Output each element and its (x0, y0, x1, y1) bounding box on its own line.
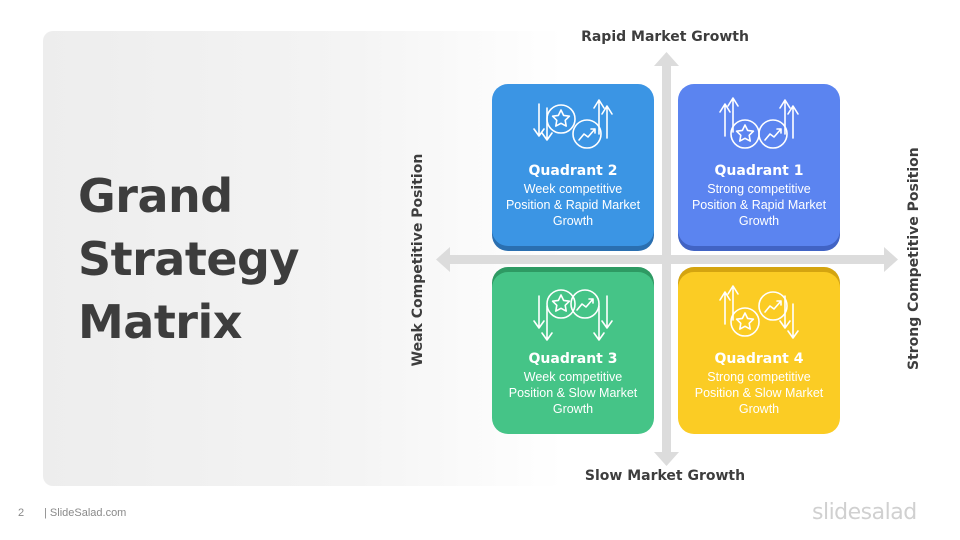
page-number: 2 (18, 507, 25, 519)
vertical-axis-arrow-down (654, 452, 679, 466)
quadrant-2-card: Quadrant 2 Week competitive Position & R… (492, 84, 654, 246)
title-line-1: Grand (78, 169, 233, 223)
axis-label-bottom: Slow Market Growth (584, 468, 746, 484)
axis-label-right: Strong Competitive Position (906, 147, 922, 370)
quadrant-4-title: Quadrant 4 (714, 351, 804, 367)
star-growth-mixed-arrows-icon (533, 99, 613, 149)
horizontal-axis-arrow-left (436, 247, 450, 272)
footer-site-link[interactable]: | SlideSalad.com (44, 507, 127, 519)
quadrant-2-title: Quadrant 2 (528, 163, 618, 179)
vertical-axis-arrow-up (654, 52, 679, 66)
brand-logo: slidesalad (812, 500, 917, 525)
quadrant-4-description: Strong competitive Position & Slow Marke… (694, 370, 824, 416)
title-line-2: Strategy (78, 232, 299, 286)
quadrant-1-card: Quadrant 1 Strong competitive Position &… (678, 84, 840, 246)
quadrant-4-card: Quadrant 4 Strong competitive Position &… (678, 272, 840, 434)
title-line-3: Matrix (78, 295, 242, 349)
slide-title: Grand Strategy Matrix (78, 165, 378, 354)
star-growth-arrows-up-icon (719, 97, 799, 149)
horizontal-axis-line (448, 255, 888, 264)
quadrant-1-description: Strong competitive Position & Rapid Mark… (691, 182, 827, 228)
axis-label-top: Rapid Market Growth (581, 29, 749, 45)
quadrant-3-card: Quadrant 3 Week competitive Position & S… (492, 272, 654, 434)
horizontal-axis-arrow-right (884, 247, 898, 272)
axis-label-left: Weak Competitive Position (410, 153, 426, 367)
star-growth-arrows-down-icon (533, 289, 613, 341)
quadrant-3-title: Quadrant 3 (528, 351, 618, 367)
star-growth-arrows-up-down-icon (719, 285, 799, 339)
quadrant-1-title: Quadrant 1 (714, 163, 804, 179)
quadrant-3-description: Week competitive Position & Slow Market … (508, 370, 638, 416)
quadrant-2-description: Week competitive Position & Rapid Market… (505, 182, 641, 228)
